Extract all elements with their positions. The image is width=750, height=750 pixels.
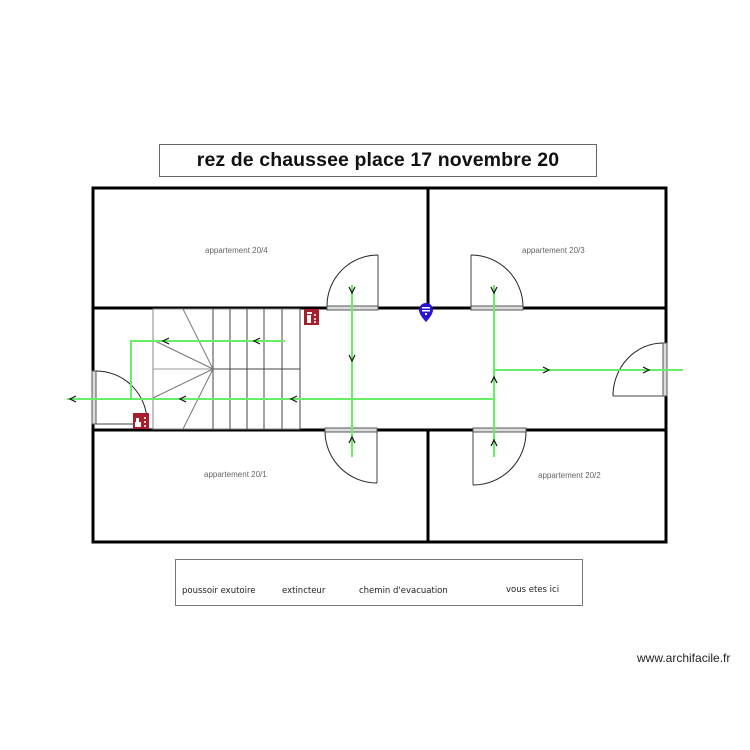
legend-label-evacuation: chemin d'evacuation	[359, 586, 448, 596]
room-label-20-3: appartement 20/3	[522, 246, 585, 255]
path-arrows	[68, 286, 651, 447]
title-box: rez de chaussee place 17 novembre 20	[159, 144, 597, 177]
evacuation-paths	[67, 285, 683, 457]
fire-extinguisher-icon	[304, 309, 319, 325]
staircase	[152, 308, 301, 430]
legend-label-you-are-here: vous etes ici	[506, 585, 560, 595]
plan-title: rez de chaussee place 17 novembre 20	[196, 149, 560, 171]
room-label-20-1: appartement 20/1	[204, 470, 267, 479]
legend-label-extinguisher: extincteur	[282, 586, 326, 596]
you-are-here-pin-icon	[419, 303, 433, 322]
walls	[91, 186, 668, 544]
room-label-20-2: appartement 20/2	[538, 471, 601, 480]
room-label-20-4: appartement 20/4	[205, 246, 268, 255]
smoke-vent-button-icon	[133, 413, 149, 429]
legend-label-smoke-vent: poussoir exutoire	[182, 586, 256, 596]
credit-link[interactable]: www.archifacile.fr	[637, 651, 731, 665]
legend	[175, 559, 583, 606]
